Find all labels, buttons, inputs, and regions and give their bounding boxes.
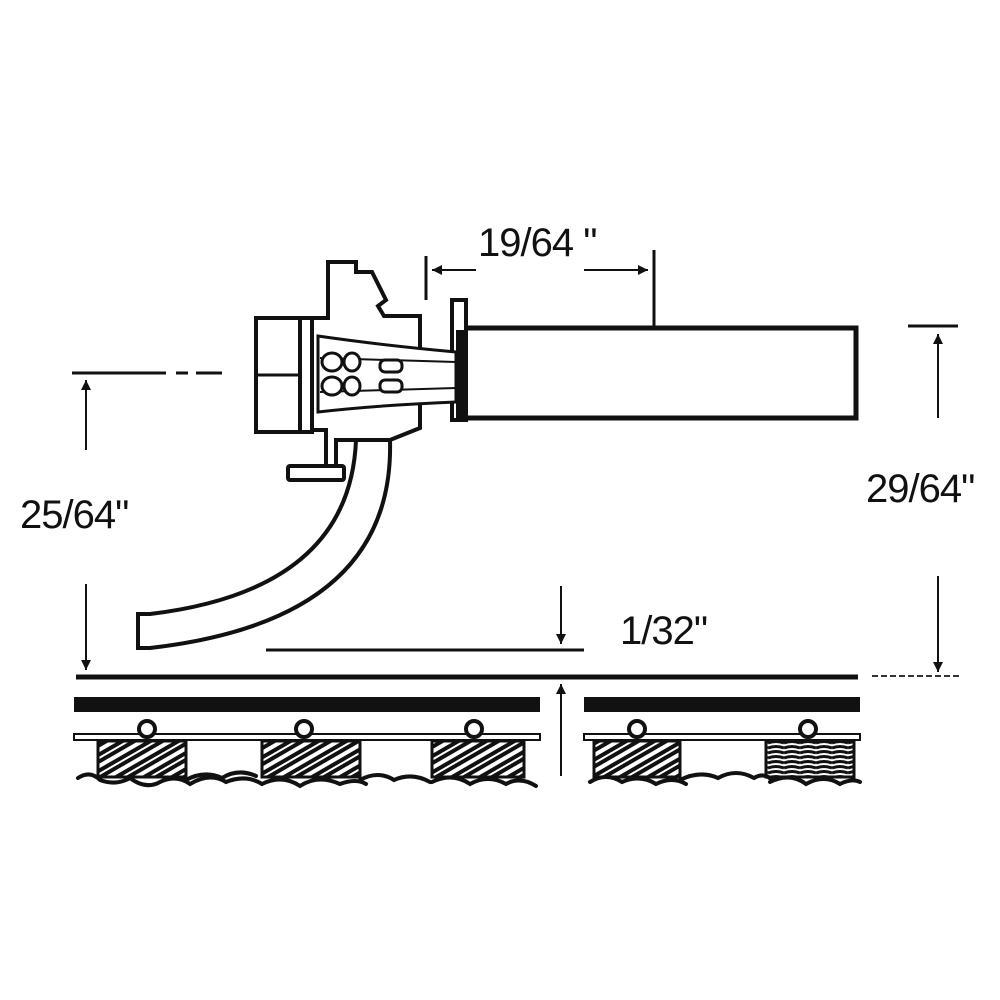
dimension-label-box-height: 29/64" [866, 467, 974, 511]
trip-pin [136, 438, 393, 650]
dimension-label-coupler-centerline: 25/64" [20, 493, 128, 537]
spike-heads [137, 719, 818, 739]
rail-left [74, 697, 540, 712]
dimension-label-trip-pin-clearance: 1/32" [620, 609, 707, 653]
rail-right [584, 697, 860, 712]
dimension-label-shank-length: 19/64 " [478, 221, 596, 265]
coupler-head [254, 260, 458, 482]
dimension-coupler-centerline: 25/64" [20, 371, 222, 670]
ties [96, 739, 856, 779]
dimension-trip-pin-clearance: 1/32" [266, 586, 708, 776]
dimension-shank-length: 19/64 " [424, 221, 656, 328]
ballast [76, 770, 862, 789]
dimension-box-height: 29/64" [866, 324, 975, 677]
track [73, 674, 862, 789]
